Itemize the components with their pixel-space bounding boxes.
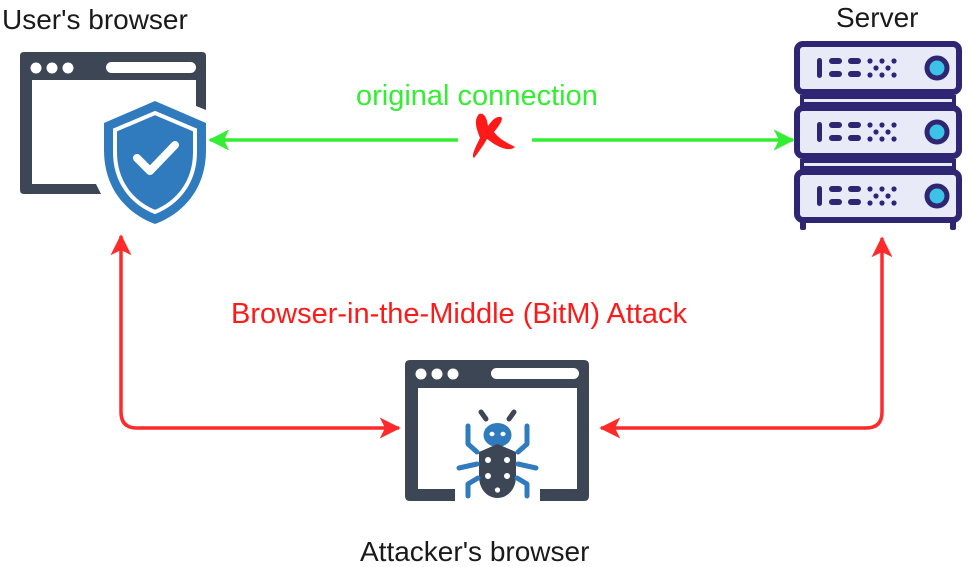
- server-led: [924, 183, 950, 209]
- address-bar: [106, 62, 196, 73]
- server-unit: [794, 169, 962, 223]
- window-dot: [30, 62, 42, 74]
- server-unit: [794, 105, 962, 159]
- red-x-icon: [472, 113, 515, 158]
- window-dot: [431, 368, 443, 380]
- window-dot: [46, 62, 58, 74]
- server-unit: [794, 41, 962, 95]
- window-dot: [447, 368, 459, 380]
- server-led: [924, 55, 950, 81]
- server-rack-icon: [794, 41, 962, 230]
- user-browser-icon: [20, 52, 206, 224]
- original-connection-label: original connection: [356, 80, 598, 112]
- window-dot: [62, 62, 74, 74]
- bug-icon: [456, 409, 539, 499]
- attacker-browser-label: Attacker's browser: [360, 536, 590, 567]
- window-dot: [415, 368, 427, 380]
- attacker-browser-icon: [405, 360, 589, 501]
- user-attacker-edge: [110, 234, 401, 439]
- user-browser-label: User's browser: [2, 4, 188, 35]
- server-label: Server: [836, 2, 919, 33]
- attacker-server-edge: [599, 236, 893, 439]
- server-led: [924, 119, 950, 145]
- shield-check-icon: [104, 101, 206, 224]
- original-connection-edge: [208, 113, 795, 158]
- address-bar: [491, 368, 579, 379]
